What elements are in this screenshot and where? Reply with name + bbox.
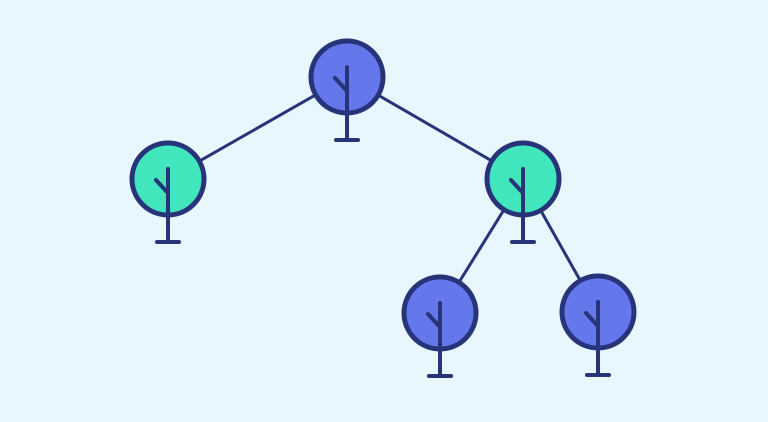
tree-branch [333, 76, 348, 92]
tree-icon [509, 167, 536, 244]
tree-icon [333, 65, 360, 142]
tree-icon [426, 301, 453, 378]
tree-branch [426, 312, 441, 328]
node-right-left [401, 274, 479, 378]
node-right [484, 140, 562, 244]
tree-icon [584, 300, 611, 377]
node-left [129, 140, 207, 244]
tree-branch [584, 311, 599, 327]
edge-root-left [198, 93, 317, 163]
nodes [129, 38, 637, 378]
edge-root-right [377, 93, 493, 163]
tree-icon [154, 167, 181, 244]
edge-right-right-left [457, 208, 506, 284]
tree-branch [154, 178, 169, 194]
node-right-right [559, 273, 637, 377]
edge-right-right-right [539, 209, 582, 282]
tree-branch [509, 178, 524, 194]
edges [198, 93, 582, 284]
node-root [308, 38, 386, 142]
